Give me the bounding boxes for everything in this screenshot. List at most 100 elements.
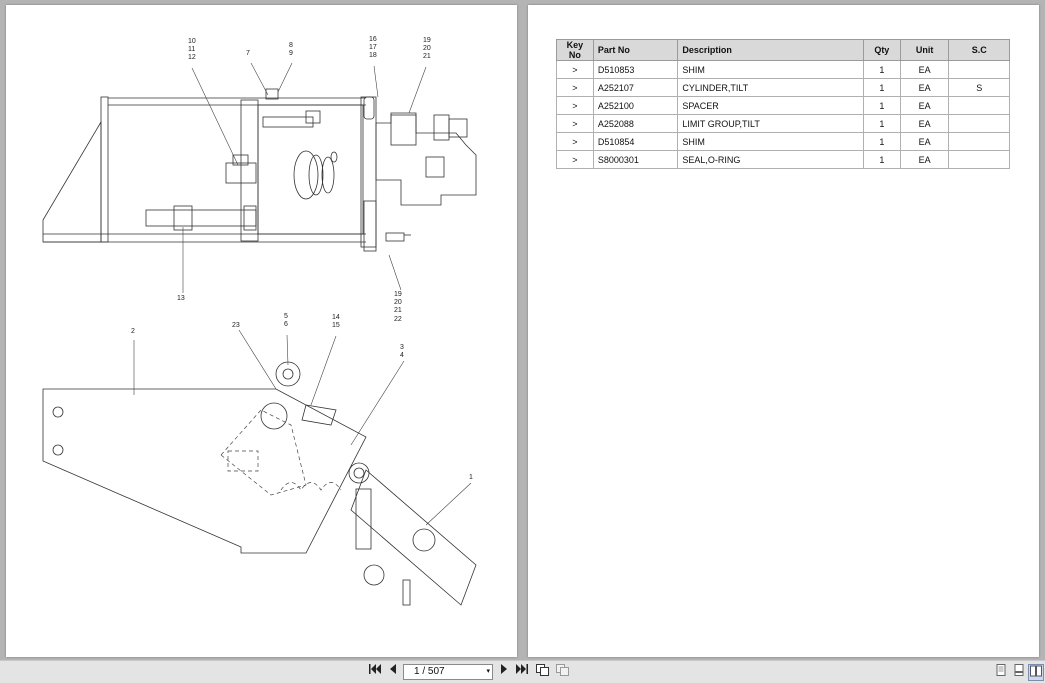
part-no: D510853 xyxy=(592,60,679,79)
col-sc: S.C xyxy=(948,39,1010,61)
sc xyxy=(948,96,1010,115)
qty: 1 xyxy=(862,60,901,79)
diagram-valve-block xyxy=(375,112,477,206)
table-row: > A252107 CYLINDER,TILT 1 EA S xyxy=(556,78,1010,97)
key-link[interactable]: > xyxy=(556,114,594,133)
callout: 11 xyxy=(188,46,195,53)
diagram-phantom-outline xyxy=(220,409,307,496)
unit: EA xyxy=(899,132,950,151)
diagram-frame-post xyxy=(100,96,109,243)
callout: 17 xyxy=(369,44,377,51)
callout: 8 xyxy=(289,42,293,49)
diagram-bracket-top xyxy=(42,120,102,243)
description: SHIM xyxy=(677,60,864,79)
two-page-view-icon[interactable] xyxy=(1028,664,1044,681)
callout: 6 xyxy=(284,321,288,328)
description: SPACER xyxy=(677,96,864,115)
description: LIMIT GROUP,TILT xyxy=(677,114,864,133)
callout: 22 xyxy=(394,316,402,323)
right-page: Key No Part No Description Qty Unit S.C … xyxy=(528,5,1039,657)
sc xyxy=(948,60,1010,79)
qty: 1 xyxy=(862,150,901,169)
callout: 13 xyxy=(177,295,185,302)
col-part-no: Part No xyxy=(592,39,679,61)
table-row: > A252100 SPACER 1 EA xyxy=(556,96,1010,115)
callout: 20 xyxy=(423,45,431,52)
copy-icon[interactable] xyxy=(535,664,550,679)
description: SEAL,O-RING xyxy=(677,150,864,169)
diagram-limit-switch xyxy=(225,162,257,184)
callout: 16 xyxy=(369,36,377,43)
table-row: > D510853 SHIM 1 EA xyxy=(556,60,1010,79)
callout: 9 xyxy=(289,50,293,57)
diagram-bracket-side xyxy=(42,388,367,554)
single-page-view-icon[interactable] xyxy=(993,664,1008,679)
qty: 1 xyxy=(862,132,901,151)
part-no: A252107 xyxy=(592,78,679,97)
first-page-icon[interactable] xyxy=(367,664,382,679)
table-row: > S8000301 SEAL,O-RING 1 EA xyxy=(556,150,1010,169)
part-no: D510854 xyxy=(592,132,679,151)
description: SHIM xyxy=(677,132,864,151)
viewer-toolbar: 1 / 507 ▾ xyxy=(0,660,1045,683)
unit: EA xyxy=(899,96,950,115)
table-row: > A252088 LIMIT GROUP,TILT 1 EA xyxy=(556,114,1010,133)
last-page-icon[interactable] xyxy=(514,664,529,679)
callout: 14 xyxy=(332,314,340,321)
callout: 1 xyxy=(469,474,473,481)
left-page: 10 11 12 7 8 9 16 17 18 19 20 21 13 19 2… xyxy=(6,5,517,657)
callout: 21 xyxy=(423,53,431,60)
callout: 12 xyxy=(188,54,196,61)
parts-diagram: 10 11 12 7 8 9 16 17 18 19 20 21 13 19 2… xyxy=(42,36,477,606)
unit: EA xyxy=(899,150,950,169)
callout: 7 xyxy=(246,50,250,57)
key-link[interactable]: > xyxy=(556,132,594,151)
diagram-housing xyxy=(257,104,364,235)
part-no: A252100 xyxy=(592,96,679,115)
paste-icon[interactable] xyxy=(555,664,570,679)
qty: 1 xyxy=(862,78,901,97)
callout: 2 xyxy=(131,328,135,335)
callout: 18 xyxy=(369,52,377,59)
callout: 3 xyxy=(400,344,404,351)
qty: 1 xyxy=(862,114,901,133)
diagram-pivot xyxy=(275,361,301,387)
table-row: > D510854 SHIM 1 EA xyxy=(556,132,1010,151)
key-link[interactable]: > xyxy=(556,150,594,169)
page-select[interactable]: 1 / 507 ▾ xyxy=(403,664,493,680)
key-link[interactable]: > xyxy=(556,96,594,115)
callout: 19 xyxy=(423,37,431,44)
col-qty: Qty xyxy=(862,39,901,61)
callout: 23 xyxy=(232,322,240,329)
sc xyxy=(948,132,1010,151)
unit: EA xyxy=(899,114,950,133)
col-unit: Unit xyxy=(899,39,950,61)
callouts-bottom: 2 23 5 6 14 15 3 4 1 xyxy=(131,313,473,481)
callouts-top: 10 11 12 7 8 9 16 17 18 19 20 21 13 19 2… xyxy=(177,36,431,323)
key-link[interactable]: > xyxy=(556,60,594,79)
continuous-view-icon[interactable] xyxy=(1011,664,1026,679)
callout: 4 xyxy=(400,352,404,359)
callout: 19 xyxy=(394,291,402,298)
key-link[interactable]: > xyxy=(556,78,594,97)
qty: 1 xyxy=(862,96,901,115)
sc xyxy=(948,150,1010,169)
part-no: S8000301 xyxy=(592,150,679,169)
callout: 20 xyxy=(394,299,402,306)
description: CYLINDER,TILT xyxy=(677,78,864,97)
callout: 21 xyxy=(394,307,402,314)
prev-page-icon[interactable] xyxy=(385,664,400,679)
sc xyxy=(948,114,1010,133)
parts-table: Key No Part No Description Qty Unit S.C … xyxy=(556,39,1010,169)
callout: 15 xyxy=(332,322,340,329)
callout: 10 xyxy=(188,38,196,45)
col-description: Description xyxy=(677,39,864,61)
next-page-icon[interactable] xyxy=(496,664,511,679)
page-indicator: 1 / 507 xyxy=(414,666,445,677)
unit: EA xyxy=(899,78,950,97)
unit: EA xyxy=(899,60,950,79)
part-no: A252088 xyxy=(592,114,679,133)
callout: 5 xyxy=(284,313,288,320)
chevron-down-icon: ▾ xyxy=(486,668,490,675)
col-key-no: Key No xyxy=(556,39,594,61)
